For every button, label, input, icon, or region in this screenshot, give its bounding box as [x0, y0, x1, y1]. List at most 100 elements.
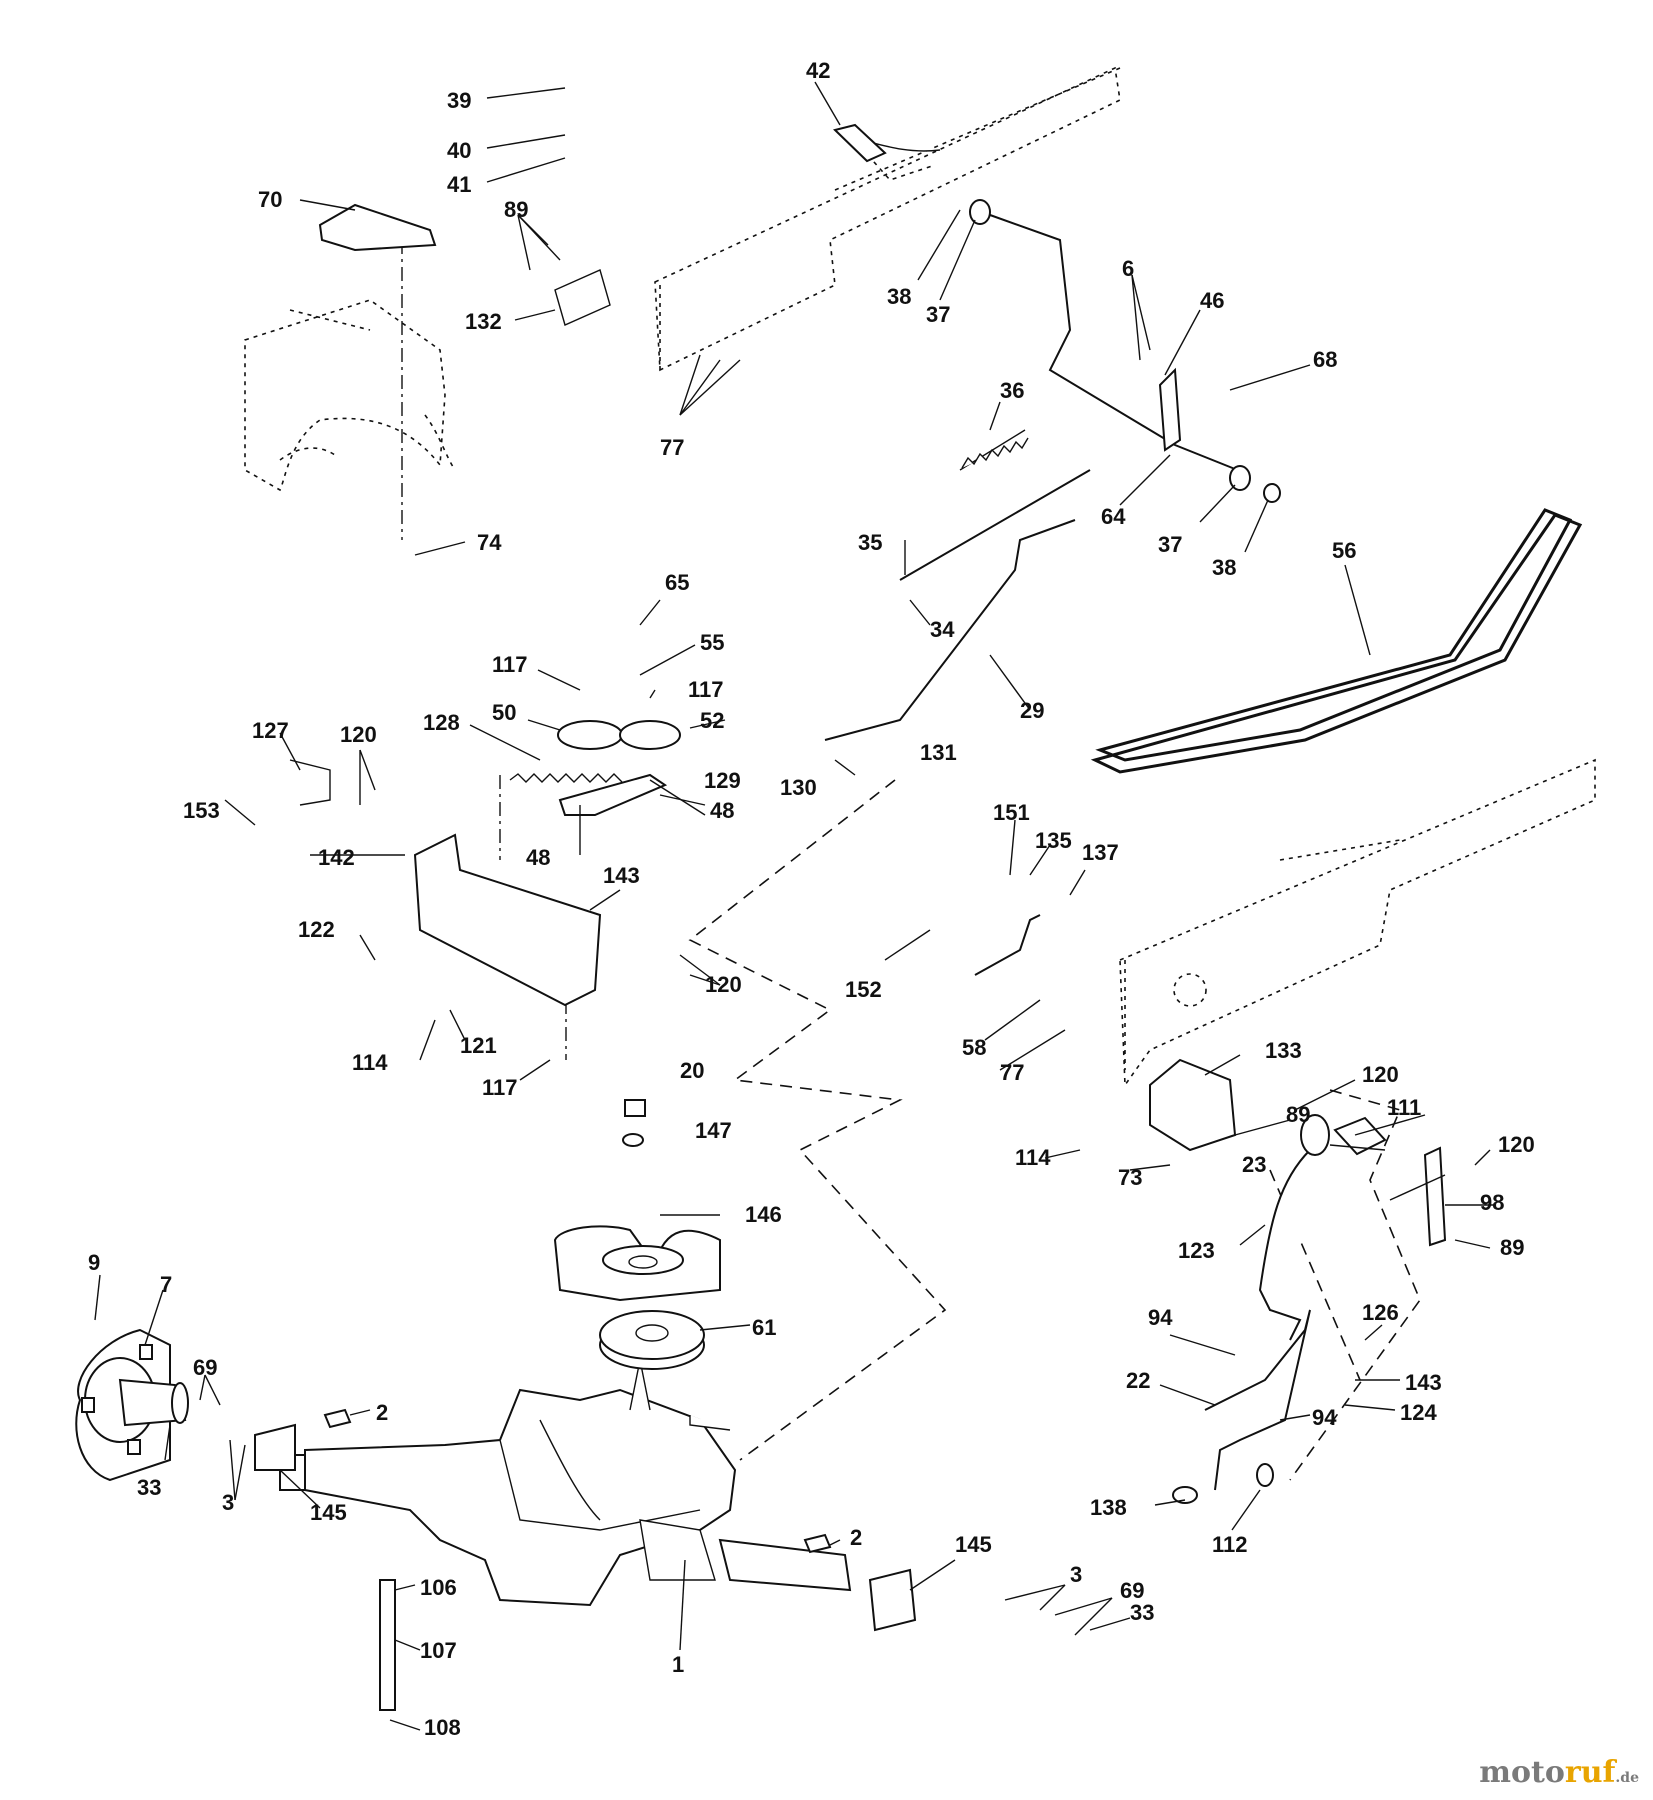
callout-48-left: 48: [526, 845, 550, 870]
pulley-50: [557, 720, 624, 750]
callout-34: 34: [930, 617, 955, 642]
callout-107: 107: [420, 1638, 457, 1663]
callout-77: 77: [660, 435, 684, 460]
callout-114-b: 114: [1015, 1145, 1051, 1170]
bracket-98: [1423, 1146, 1447, 1247]
callout-142: 142: [318, 845, 355, 870]
washer-37-lower: [1229, 465, 1251, 491]
drive-belt: [1090, 508, 1583, 774]
callout-145-b: 145: [955, 1532, 992, 1557]
idler-arm-129: [558, 773, 668, 816]
pin-127: [289, 759, 331, 806]
callout-121: 121: [460, 1033, 497, 1058]
callout-69-b: 69: [1120, 1578, 1144, 1603]
callout-41: 41: [447, 172, 471, 197]
wheel-hub: [75, 1328, 189, 1482]
callout-117-c: 117: [482, 1075, 518, 1100]
cooling-fan: [553, 1225, 721, 1302]
callout-2-a: 2: [376, 1400, 388, 1425]
key-2-lower: [803, 1533, 832, 1554]
bracket-132: [554, 269, 611, 326]
callout-130: 130: [780, 775, 817, 800]
callout-2-b: 2: [850, 1525, 862, 1550]
callout-74: 74: [477, 530, 502, 555]
callout-56: 56: [1332, 538, 1356, 563]
spring-128: [509, 773, 623, 783]
callout-120-c: 120: [1362, 1062, 1399, 1087]
callout-38-lower: 38: [1212, 555, 1236, 580]
callout-89: 89: [504, 197, 528, 222]
callout-106: 106: [420, 1575, 457, 1600]
callout-153: 153: [183, 798, 220, 823]
watermark-logo: motoruf.de: [1479, 1755, 1639, 1790]
callout-46: 46: [1200, 288, 1224, 313]
callout-124: 124: [1400, 1400, 1437, 1425]
callout-111: 111: [1387, 1095, 1421, 1120]
callout-138: 138: [1090, 1495, 1127, 1520]
callout-129: 129: [704, 768, 741, 793]
callout-122: 122: [298, 917, 335, 942]
callout-77-b: 77: [1000, 1060, 1024, 1085]
callout-108: 108: [424, 1715, 461, 1740]
nut-38-lower: [1263, 483, 1281, 503]
callout-128: 128: [423, 710, 460, 735]
callout-20: 20: [680, 1058, 704, 1083]
transaxle: [279, 1359, 852, 1607]
callout-42: 42: [806, 58, 830, 83]
callout-89-b: 89: [1286, 1102, 1310, 1127]
callout-120-a: 120: [340, 722, 377, 747]
washer-138: [1172, 1486, 1198, 1504]
bracket-142: [413, 833, 602, 1007]
callout-146: 146: [745, 1202, 782, 1227]
callout-9: 9: [88, 1250, 100, 1275]
callout-33-a: 33: [137, 1475, 161, 1500]
callout-131: 131: [920, 740, 957, 765]
lower-frame-rail: [1119, 758, 1596, 1088]
callout-36: 36: [1000, 378, 1024, 403]
callout-7: 7: [160, 1272, 172, 1297]
callout-1: 1: [672, 1652, 684, 1677]
callout-151: 151: [993, 800, 1030, 825]
callout-145-a: 145: [310, 1500, 347, 1525]
callout-22: 22: [1126, 1368, 1150, 1393]
upper-frame-rail: [654, 66, 1121, 372]
callout-127: 127: [252, 718, 289, 743]
lift-shaft: [989, 214, 1251, 476]
belt-route: [688, 779, 1421, 1481]
callout-55: 55: [700, 630, 724, 655]
bushing-111: [1333, 1116, 1387, 1156]
callout-147: 147: [695, 1118, 732, 1143]
watermark-accent: ruf: [1564, 1755, 1616, 1790]
washer-112: [1256, 1463, 1274, 1487]
callout-61: 61: [752, 1315, 776, 1340]
rod-107: [379, 1579, 396, 1711]
nut-20: [624, 1099, 646, 1117]
callout-69-a: 69: [193, 1355, 217, 1380]
callouts: 39 40 41 42 70 89 132 77 6 46 68 38 37 3…: [88, 58, 1535, 1740]
callout-64: 64: [1101, 504, 1126, 529]
callout-126: 126: [1362, 1300, 1399, 1325]
fender-outline: [244, 299, 456, 492]
callout-152: 152: [845, 977, 882, 1002]
callout-73: 73: [1118, 1165, 1142, 1190]
switch-cover-70: [318, 203, 437, 252]
callout-123: 123: [1178, 1238, 1215, 1263]
callout-38-upper: 38: [887, 284, 911, 309]
spring-coils: [961, 437, 1029, 469]
callout-39: 39: [447, 88, 471, 113]
callout-135: 135: [1035, 828, 1072, 853]
callout-117-a: 117: [492, 652, 528, 677]
leader-lines: [94, 81, 1495, 1731]
callout-112: 112: [1212, 1532, 1248, 1557]
callout-98: 98: [1480, 1190, 1504, 1215]
bracket-46: [1158, 367, 1182, 452]
callout-120-d: 120: [1498, 1132, 1535, 1157]
bracket-133: [1149, 1058, 1237, 1152]
watermark-main: moto: [1479, 1755, 1565, 1790]
callout-94-b: 94: [1312, 1405, 1337, 1430]
callout-133: 133: [1265, 1038, 1302, 1063]
callout-143-b: 143: [1405, 1370, 1442, 1395]
bushing-42: [833, 123, 887, 163]
bracket-145-left: [254, 1423, 296, 1471]
